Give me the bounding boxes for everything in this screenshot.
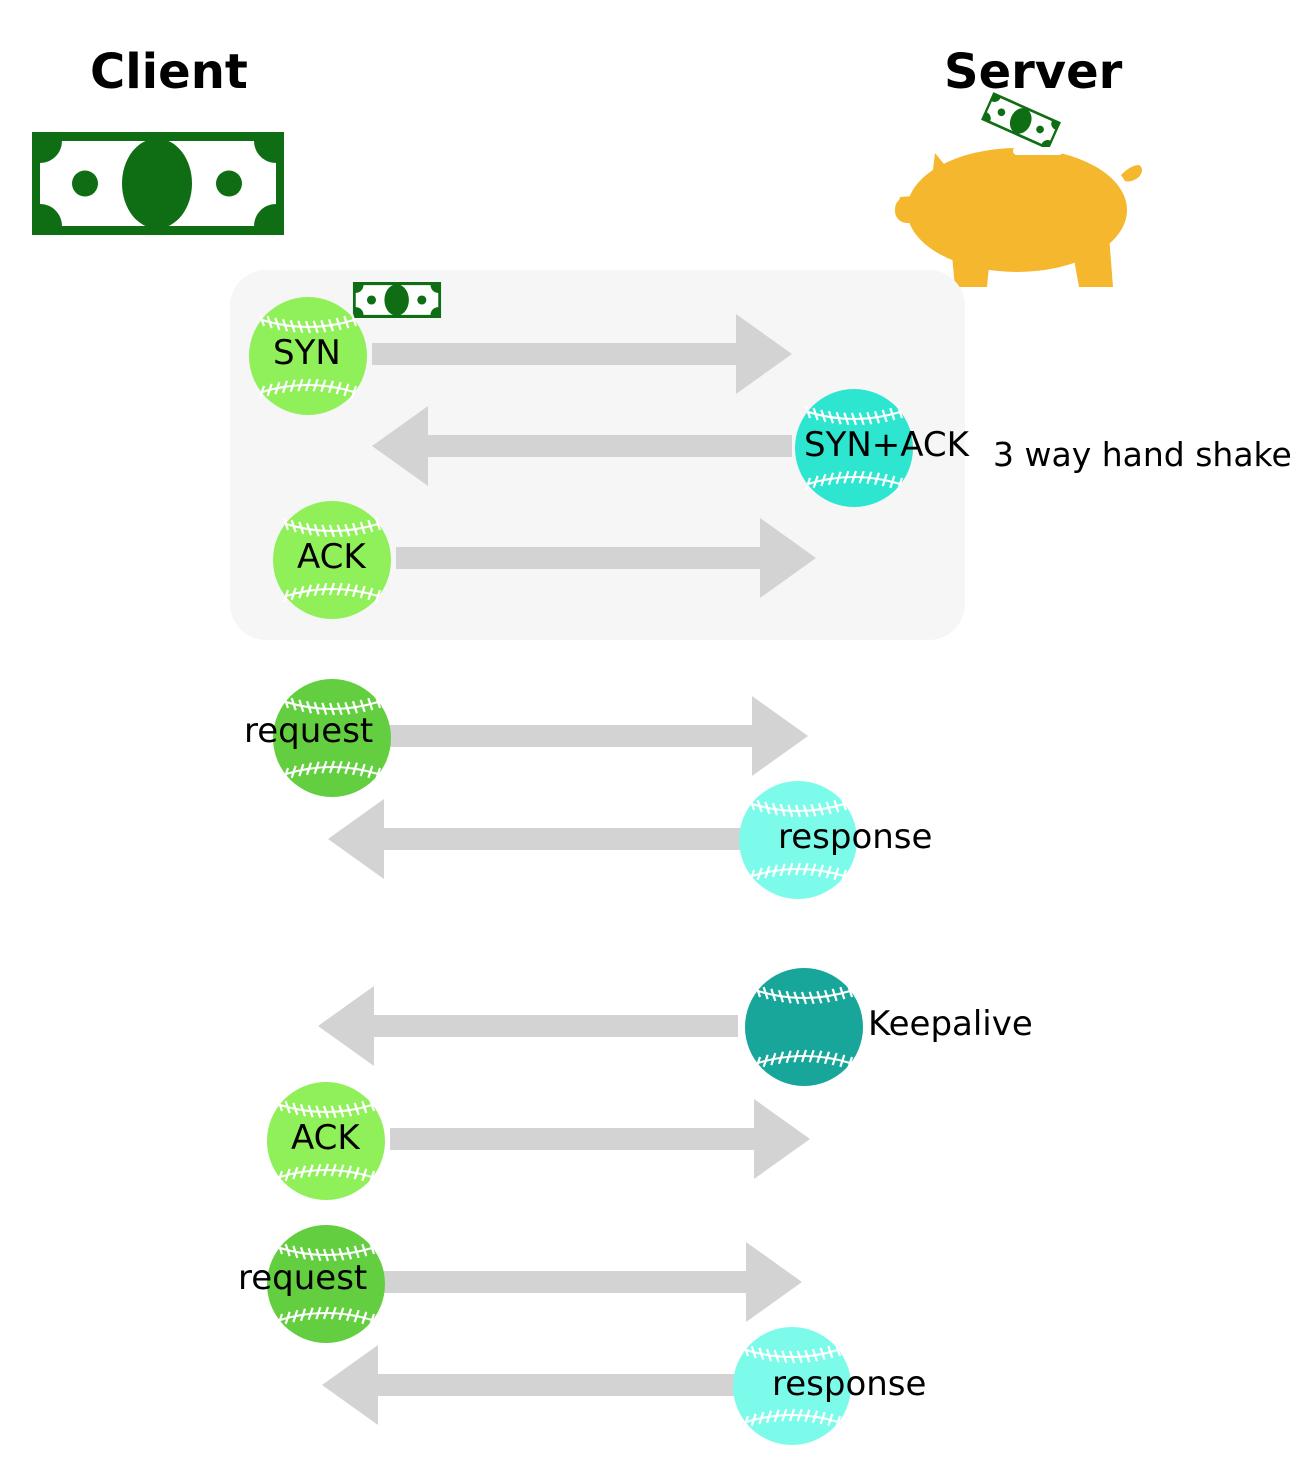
- arrow-left-response-2: [322, 1345, 742, 1425]
- arrow-left-response: [328, 799, 748, 879]
- message-label-keepalive: Keepalive: [868, 1004, 1033, 1044]
- money-bill-icon: [32, 132, 284, 235]
- arrow-right-request-2: [382, 1242, 802, 1322]
- message-label-response-2: response: [772, 1364, 927, 1404]
- message-label-ack-2: ACK: [291, 1118, 360, 1158]
- handshake-annotation: 3 way hand shake: [993, 435, 1292, 474]
- message-label-response: response: [778, 817, 933, 857]
- server-heading: Server: [944, 44, 1123, 100]
- baseball-icon: [733, 1327, 851, 1445]
- message-label-syn: SYN: [273, 333, 341, 373]
- message-label-request-2: request: [238, 1258, 368, 1298]
- baseball-icon: [267, 1082, 385, 1200]
- message-label-ack: ACK: [297, 537, 366, 577]
- message-label-syn-ack: SYN+ACK: [804, 425, 969, 465]
- money-bill-icon: [352, 282, 442, 318]
- baseball-icon: [745, 968, 863, 1086]
- arrow-right-ack: [396, 518, 816, 598]
- baseball-icon: [267, 1225, 385, 1343]
- piggy-bank-icon: [895, 147, 1142, 287]
- arrow-right-request: [388, 696, 808, 776]
- money-bill-icon: [981, 92, 1061, 150]
- arrow-right-syn: [372, 314, 792, 394]
- client-heading: Client: [90, 44, 248, 100]
- baseball-icon: [739, 781, 857, 899]
- baseball-icon: [249, 297, 367, 415]
- arrow-left-keepalive: [318, 986, 738, 1066]
- message-label-request: request: [244, 711, 374, 751]
- arrow-right-ack-2: [390, 1099, 810, 1179]
- baseball-icon: [795, 389, 913, 507]
- baseball-icon: [273, 679, 391, 797]
- arrow-left-syn-ack: [372, 406, 792, 486]
- baseball-icon: [273, 501, 391, 619]
